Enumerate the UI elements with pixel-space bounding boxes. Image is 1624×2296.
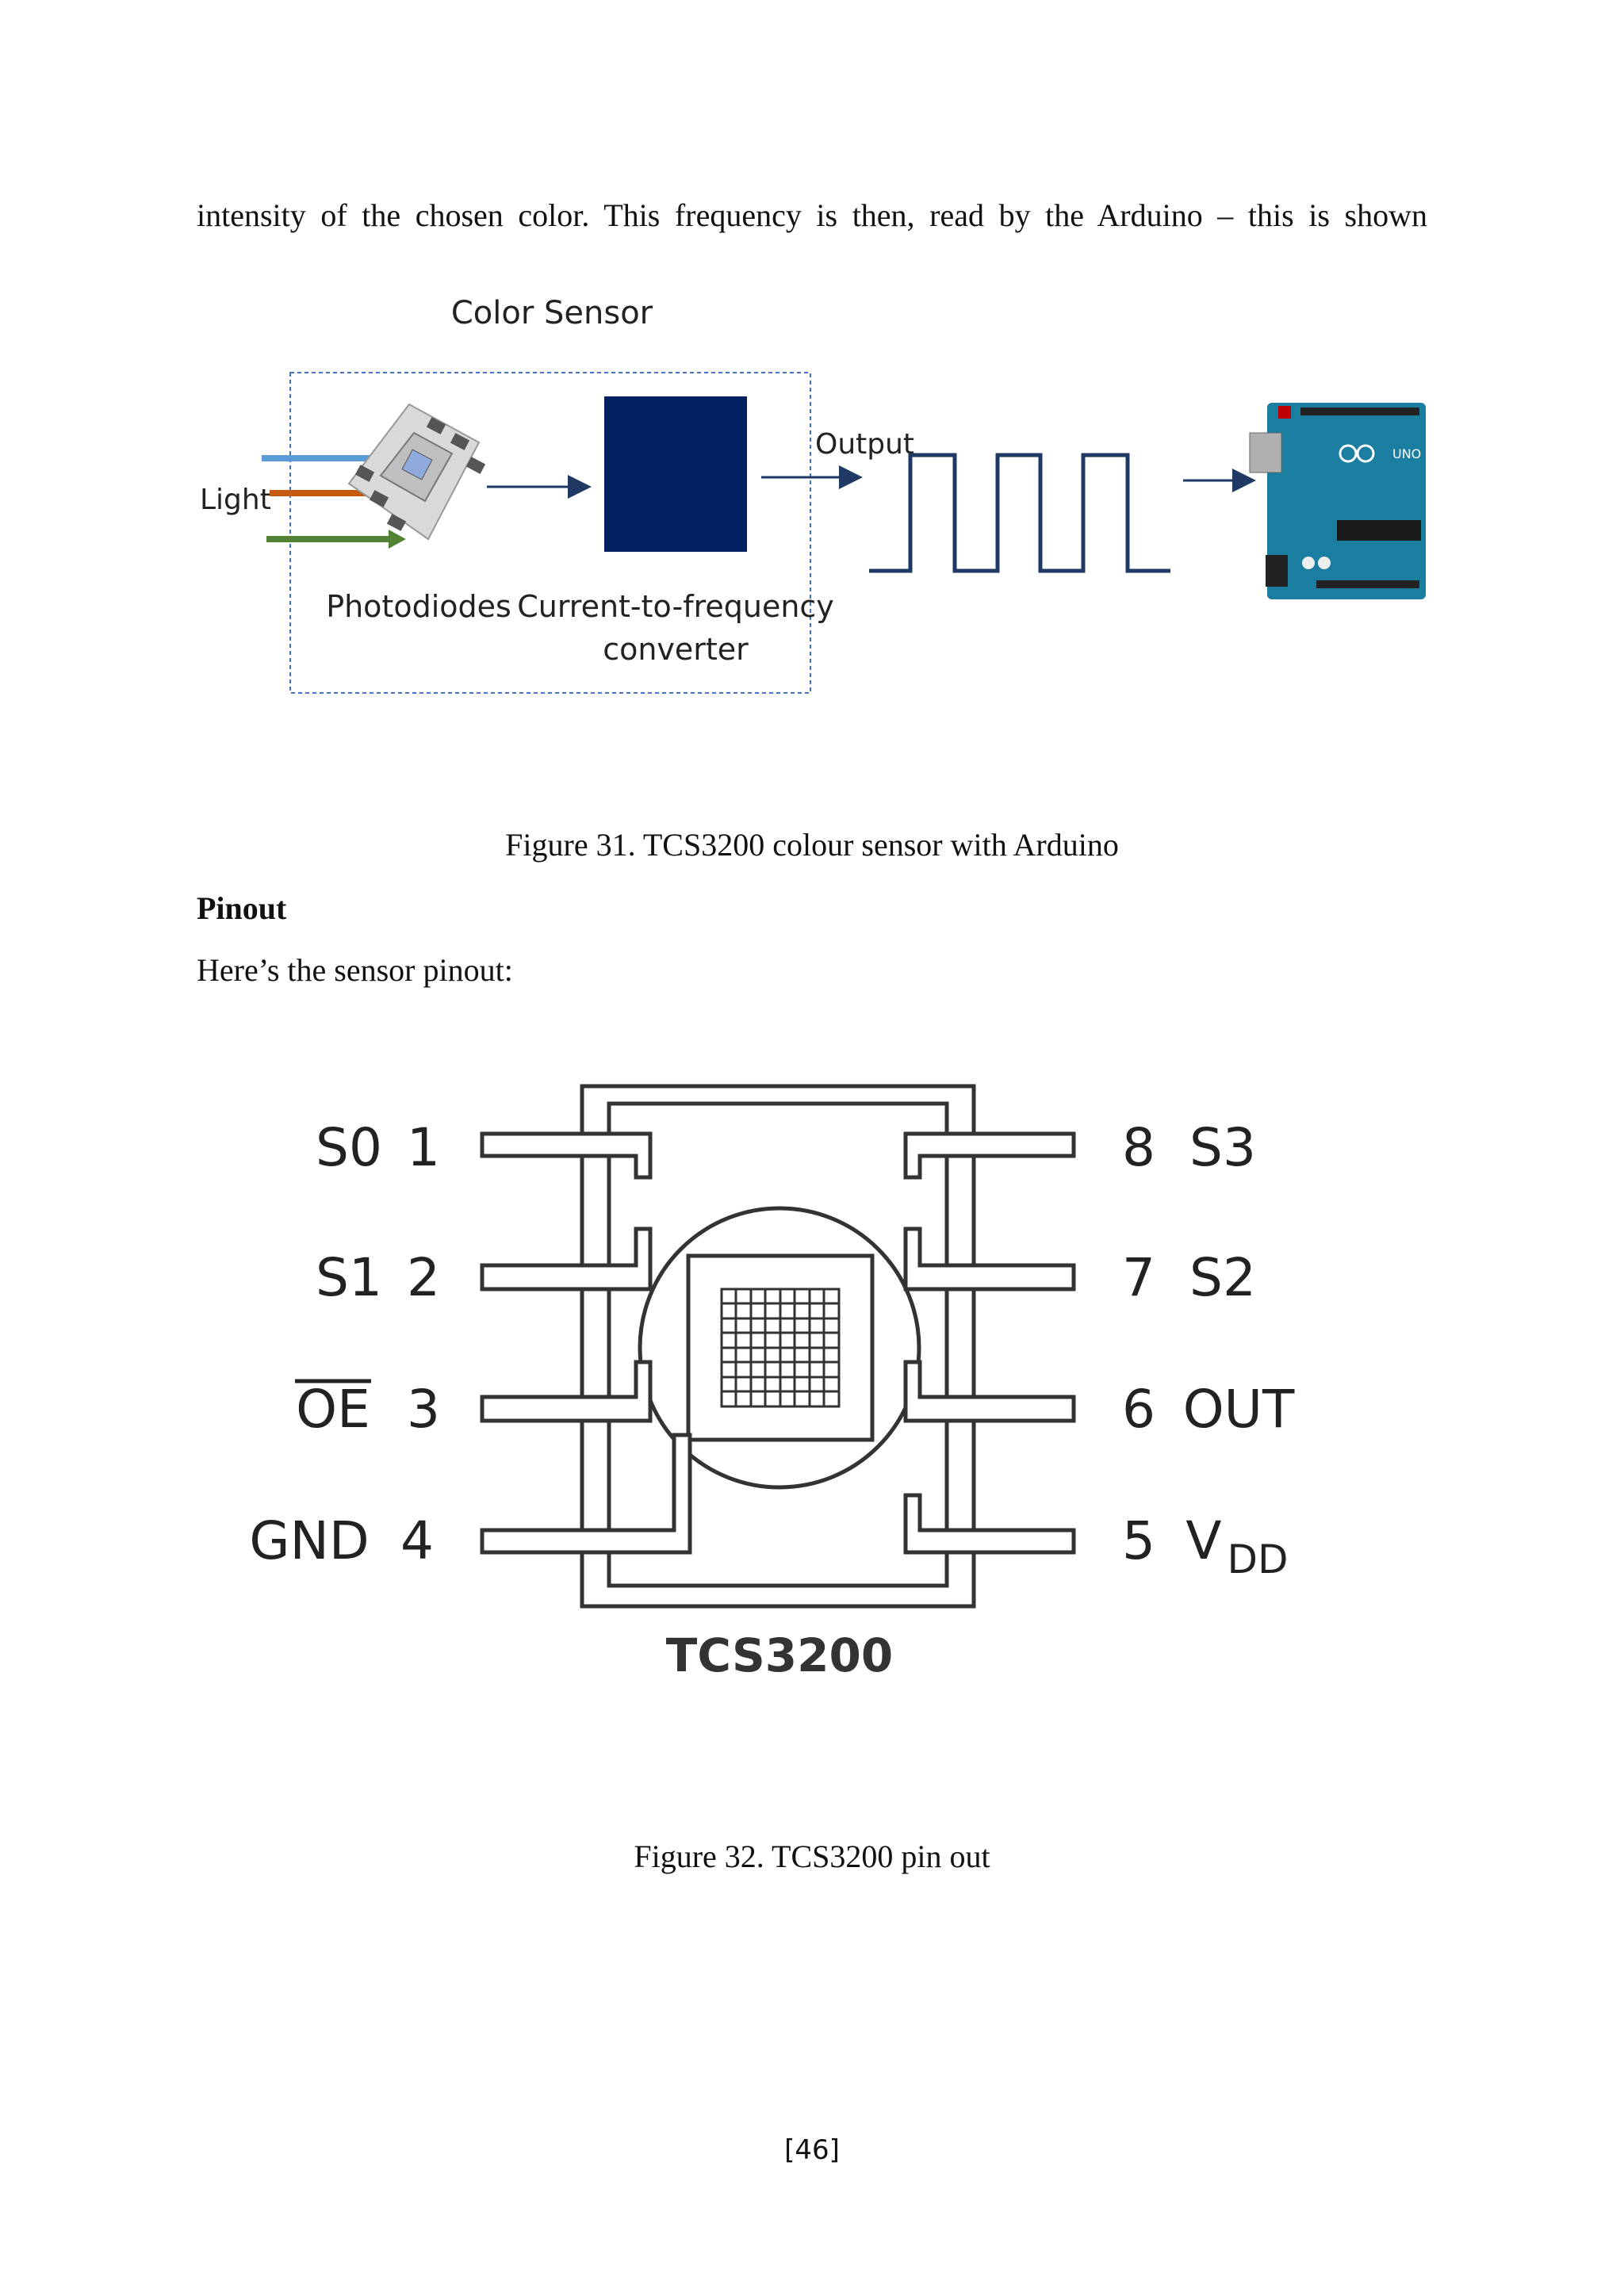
converter-block — [604, 396, 747, 552]
pin8-name: S3 — [1189, 1117, 1256, 1178]
figure-32-caption: Figure 32. TCS3200 pin out — [634, 1839, 990, 1874]
chip-name-label: TCS3200 — [666, 1628, 893, 1682]
chip-outer-body — [580, 1084, 976, 1609]
pin5-name: V — [1185, 1510, 1221, 1571]
pin1-num: 1 — [407, 1117, 440, 1178]
photodiode-array-frame — [686, 1253, 875, 1442]
right-pin-leads — [903, 1131, 1076, 1555]
page-number: [46] — [784, 2134, 840, 2166]
photodiode-grid — [720, 1288, 841, 1408]
pin3-name: OE — [296, 1379, 370, 1440]
pin6-name: OUT — [1183, 1379, 1295, 1440]
photodiodes-label: Photodiodes — [326, 589, 511, 624]
pin1-name: S0 — [316, 1117, 382, 1178]
converter-label-line2: converter — [603, 632, 749, 667]
figure-31-diagram: Color Sensor Light Photodiodes Current-t… — [200, 295, 1426, 694]
square-wave — [869, 453, 1170, 573]
light-label: Light — [200, 484, 271, 516]
output-label: Output — [815, 428, 914, 461]
color-sensor-title: Color Sensor — [451, 295, 653, 331]
arduino-uno-logo: UNO — [1392, 446, 1421, 461]
sensor-lens — [638, 1206, 921, 1490]
arduino-board-icon: UNO — [1249, 403, 1426, 599]
pin3-num: 3 — [407, 1379, 440, 1440]
sensor-boundary — [289, 372, 811, 694]
pin2-name: S1 — [316, 1247, 382, 1308]
pin4-name: GND — [249, 1510, 369, 1571]
converter-label-line1: Current-to-frequency — [517, 589, 834, 624]
pinout-intro: Here’s the sensor pinout: — [197, 952, 513, 988]
pin5-subscript: DD — [1227, 1536, 1288, 1582]
pin7-num: 7 — [1122, 1247, 1155, 1308]
chip-inner-body — [607, 1101, 949, 1588]
pin7-name: S2 — [1189, 1247, 1256, 1308]
pin8-num: 8 — [1122, 1117, 1155, 1178]
pin6-num: 6 — [1122, 1379, 1155, 1440]
photodiode-chip-icon — [347, 403, 486, 541]
pin5-num: 5 — [1122, 1510, 1155, 1571]
figure-31-caption: Figure 31. TCS3200 colour sensor with Ar… — [505, 827, 1119, 863]
pinout-heading: Pinout — [197, 890, 287, 926]
pin2-num: 2 — [407, 1247, 440, 1308]
figure-32-pinout-diagram: S0 1 S1 2 OE 3 GND 4 8 S3 7 S2 6 OUT 5 V… — [249, 1084, 1295, 1682]
left-pin-leads — [480, 1131, 692, 1555]
intro-paragraph: intensity of the chosen color. This freq… — [197, 197, 1427, 233]
pin4-num: 4 — [400, 1510, 434, 1571]
